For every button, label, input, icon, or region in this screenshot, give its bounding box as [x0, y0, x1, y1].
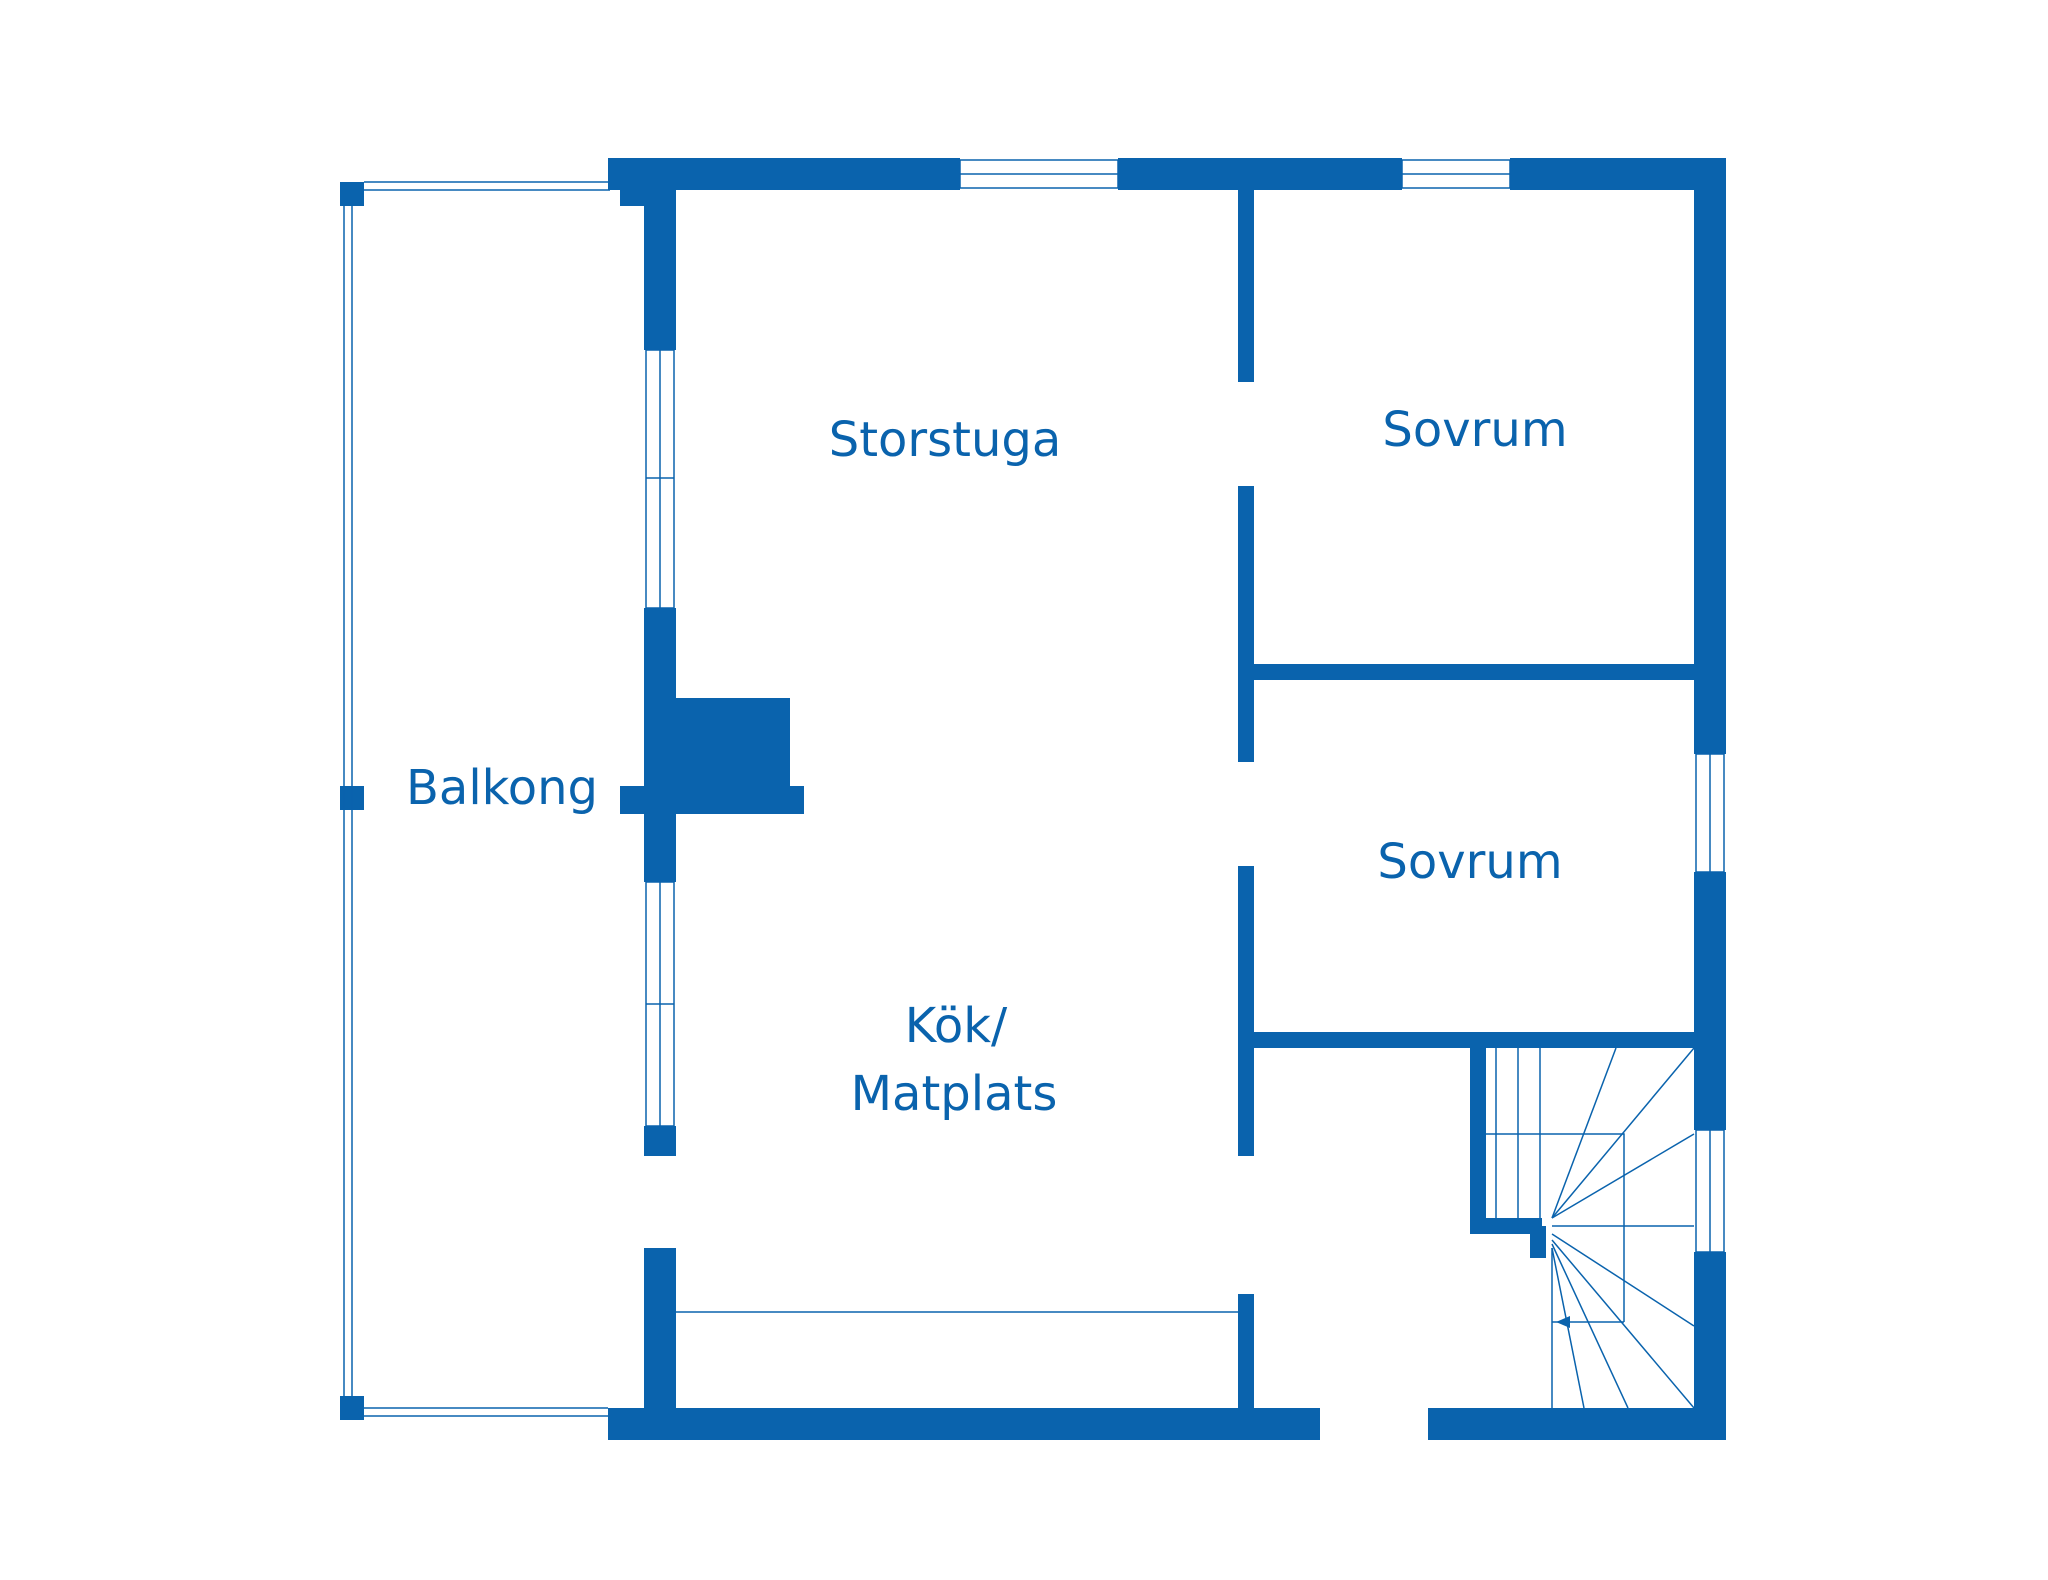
bottom-wall-segment	[608, 1408, 1320, 1440]
room-label-sovrum-lower: Sovrum	[1377, 834, 1562, 890]
right-wall-segment	[1694, 158, 1726, 754]
stair-direction-arrow	[1556, 1316, 1570, 1328]
stair-post	[1530, 1226, 1546, 1258]
room-label-storstuga: Storstuga	[829, 412, 1062, 468]
right-wall-segment	[1694, 872, 1726, 1130]
bottom-wall-segment	[1428, 1408, 1726, 1440]
room-labels: Storstuga Sovrum Sovrum Balkong Kök/ Mat…	[406, 402, 1568, 1122]
left-wall-segment	[644, 1126, 676, 1156]
stair-wall	[1470, 1048, 1486, 1234]
balcony-post	[340, 182, 364, 206]
balcony-railing	[343, 181, 610, 1417]
interior-wall	[1238, 866, 1254, 1156]
fireplace	[676, 698, 790, 798]
left-wall-corner	[620, 190, 644, 206]
interior-wall	[1254, 664, 1694, 680]
room-label-balkong: Balkong	[406, 760, 598, 816]
left-wall-segment	[644, 190, 676, 350]
interior-wall	[1238, 486, 1254, 762]
windows	[645, 159, 1725, 1253]
interior-wall	[1254, 1032, 1694, 1048]
interior-wall	[1238, 190, 1254, 382]
left-wall-segment	[644, 1248, 676, 1408]
balcony-post	[340, 1396, 364, 1420]
interior-wall	[1238, 1294, 1254, 1408]
staircase	[1486, 1047, 1695, 1409]
walls	[340, 158, 1726, 1440]
room-label-kok: Kök/	[905, 998, 1008, 1054]
stair-wall	[1470, 1218, 1542, 1234]
top-wall-segment	[1510, 158, 1726, 190]
top-wall-segment	[608, 158, 960, 190]
top-wall-segment	[1118, 158, 1402, 190]
fireplace-hearth	[620, 786, 804, 814]
room-label-matplats: Matplats	[851, 1066, 1058, 1122]
left-wall-segment	[644, 608, 676, 882]
left-wall-corner	[608, 158, 640, 176]
room-label-sovrum-upper: Sovrum	[1382, 402, 1567, 458]
